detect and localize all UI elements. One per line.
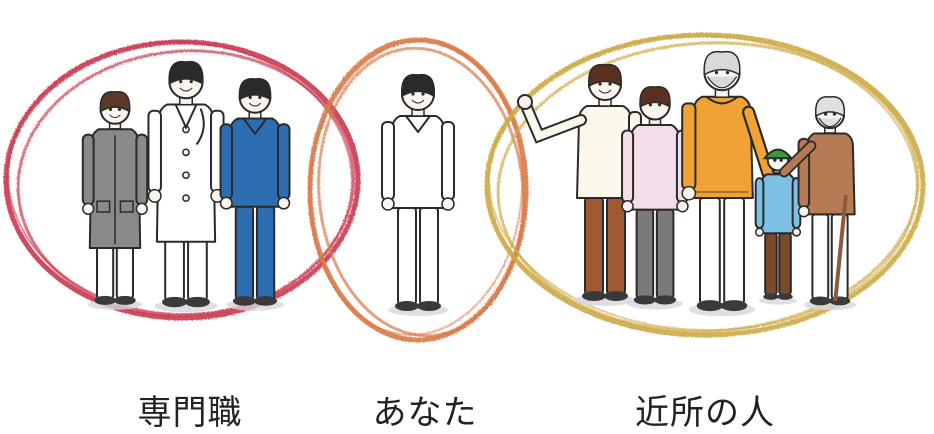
person-nurse (219, 77, 291, 311)
professionals-people (81, 60, 291, 313)
neighbors-circle (484, 32, 926, 338)
neighbors-label: 近所の人 (635, 393, 775, 433)
professionals-label: 専門職 (137, 393, 243, 433)
neighbors-people (517, 50, 857, 317)
person-you (381, 73, 455, 316)
person-care-worker (81, 91, 149, 310)
you-person (381, 73, 455, 316)
person-tall-man (681, 50, 786, 317)
person-elder-with-cane (778, 96, 857, 311)
professionals-circle (3, 39, 361, 321)
you-circle (307, 37, 529, 343)
person-child (754, 148, 802, 305)
person-doctor (147, 60, 225, 313)
person-woman (621, 86, 689, 310)
you-label: あなた (372, 393, 478, 433)
